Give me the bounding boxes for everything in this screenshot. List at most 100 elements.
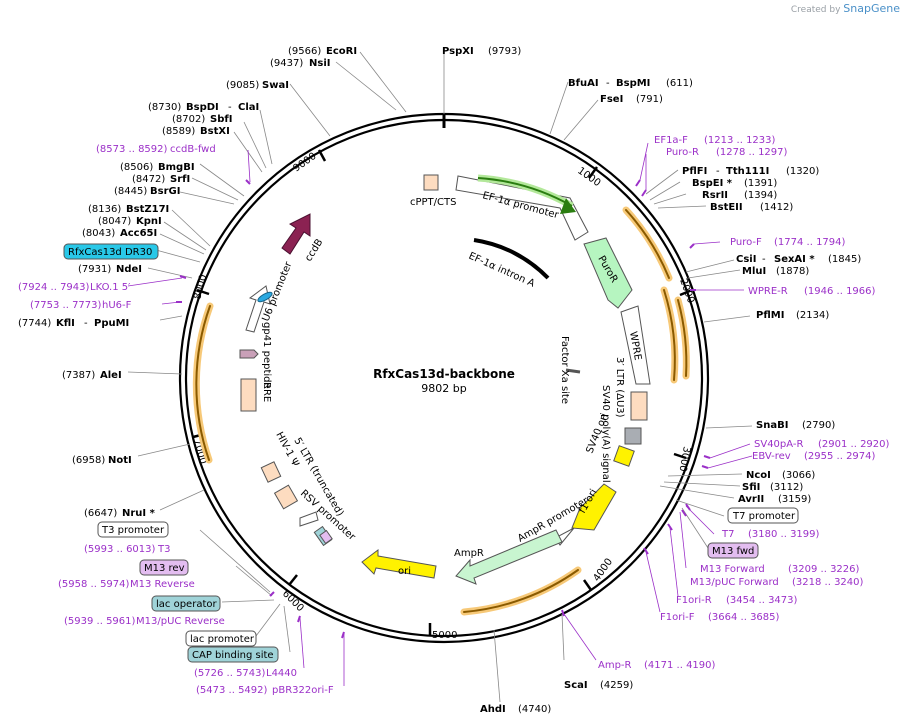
tick-5000: 5000: [432, 630, 457, 641]
feature-cluster-6000: [313, 525, 333, 547]
site-ecori: EcoRI: [326, 46, 357, 57]
site-pos-noti: (6958): [72, 455, 105, 466]
primer-pbr322ori-f-range: (5473 .. 5492): [196, 685, 268, 696]
sites-right: PflFI - Tth111I (1320) BspEI * (1391) Rs…: [682, 166, 861, 505]
site-mlui: MluI: [742, 266, 766, 277]
feature-factor-xa-label: Factor Xa site: [559, 336, 570, 404]
site-sexai: SexAI *: [774, 254, 815, 265]
box-m13-rev: [139, 559, 189, 576]
brand-prefix: Created by: [790, 5, 841, 15]
site-avrii: AvrII: [738, 494, 764, 505]
box-t3-promoter: [97, 521, 169, 538]
site-pos-fsei: (791): [636, 94, 663, 105]
site-pos-kpni: (8047): [98, 216, 131, 227]
site-pos-bmgbi: (8506): [120, 162, 153, 173]
site-pflfi: PflFI: [682, 166, 707, 177]
site-pos-nsii: (9437): [270, 58, 303, 69]
orange-arc-puro-r-core: [625, 209, 670, 279]
feature-ccdb-label: ccdB: [303, 237, 325, 263]
site-bspmi: BspMI: [616, 78, 650, 89]
site-pos-snabi: (2790): [802, 420, 835, 431]
site-noti: NotI: [108, 455, 132, 466]
primer-wpre-r: WPRE-R: [748, 286, 788, 297]
feature-rsv-promoter: [299, 511, 319, 527]
feature-ori: [361, 549, 437, 579]
site-scai: ScaI: [564, 680, 588, 691]
sites-left: (8730) BspDI - ClaI (8702) SbfI (8589) B…: [18, 102, 259, 519]
primer-puro-r-range: (1278 .. 1297): [716, 147, 788, 158]
primer-puro-f: Puro-F: [730, 237, 762, 248]
tick-3000: 3000: [677, 445, 692, 472]
site-dash-pflfi: -: [716, 166, 720, 177]
site-pos-sfii: (3112): [770, 482, 803, 493]
feature-wpre: [620, 305, 651, 385]
box-t3-promoter-label: T3 promoter: [101, 525, 165, 536]
primer-puro-f-range: (1774 .. 1794): [774, 237, 846, 248]
site-nsii: NsiI: [309, 58, 330, 69]
box-t7-promoter-label: T7 promoter: [732, 511, 796, 522]
box-rfxcas13d-dr30: [63, 243, 159, 260]
feature-puror: [583, 237, 633, 309]
primer-f1ori-f: F1ori-F: [660, 612, 695, 623]
box-lac-operator: [151, 595, 221, 612]
primer-sv40pa-r-range: (2901 .. 2920): [818, 439, 890, 450]
plasmid-name: RfxCas13d-backbone: [373, 367, 515, 381]
site-acc65i: Acc65I: [120, 228, 157, 239]
feature-sv40-polya: [624, 427, 642, 445]
box-m13-fwd: [707, 542, 759, 559]
feature-ccdb: [281, 213, 311, 255]
site-pos-nrui: (6647): [84, 508, 117, 519]
primer-t3-range: (5993 .. 6013): [84, 544, 156, 555]
site-swai: SwaI: [262, 80, 289, 91]
plasmid-length: 9802 bp: [421, 382, 466, 395]
primer-f1ori-r: F1ori-R: [676, 595, 712, 606]
site-pos-swai: (9085): [226, 80, 259, 91]
site-pflmi: PflMI: [756, 310, 784, 321]
site-pos-kfli: (7744): [18, 318, 51, 329]
primer-ccdb-fwd: ccdB-fwd: [170, 144, 216, 155]
leader-lines: [127, 51, 753, 703]
snapgene-brand: Created by SnapGene: [791, 2, 900, 15]
site-pos-bsrgi: (8445): [114, 186, 147, 197]
feature-ampr-label: AmpR: [454, 548, 484, 559]
primer-ebv-rev-range: (2955 .. 2974): [804, 451, 876, 462]
primer-m13-reverse: M13 Reverse: [130, 579, 195, 590]
feature-ori-label: ori: [398, 566, 411, 577]
primer-m13-forward: M13 Forward: [700, 564, 765, 575]
primer-f1ori-r-range: (3454 .. 3473): [726, 595, 798, 606]
site-pos-acc65i: (8043): [82, 228, 115, 239]
box-m13-rev-label: M13 rev: [144, 563, 185, 574]
primer-t3: T3: [157, 544, 170, 555]
site-pos-pflfi: (1320): [786, 166, 819, 177]
box-cap-binding-site: [187, 646, 279, 663]
site-snabi: SnaBI: [756, 420, 788, 431]
box-m13-fwd-label: M13 fwd: [712, 546, 754, 557]
site-fsei: FseI: [600, 94, 623, 105]
site-ndei: NdeI: [116, 264, 142, 275]
site-nrui: NruI *: [122, 508, 156, 519]
site-pspxi: PspXI: [442, 46, 474, 57]
site-bmgbi: BmgBI: [158, 162, 195, 173]
primer-m13-forward-range: (3209 .. 3226): [788, 564, 860, 575]
site-bspei: BspEI *: [692, 178, 733, 189]
site-bsteii: BstEII: [710, 202, 743, 213]
primer-ccdb-fwd-range: (8573 .. 8592): [96, 144, 168, 155]
site-alei: AleI: [100, 370, 122, 381]
box-lac-promoter: [185, 630, 257, 647]
primer-amp-r: Amp-R: [598, 660, 632, 671]
site-kpni: KpnI: [136, 216, 162, 227]
feature-rre-label: RRE: [261, 382, 272, 402]
primer-m13-puc-forward: M13/pUC Forward: [690, 577, 779, 588]
feature-ef1a-intron-label: EF-1α intron A: [467, 251, 537, 290]
site-pos-bspdi: (8730): [148, 102, 181, 113]
site-pos-rsrii: (1394): [744, 190, 777, 201]
feature-5ltr-box: [273, 484, 299, 510]
feature-ef1a-promoter: [455, 175, 589, 241]
primer-ebv-rev: EBV-rev: [752, 451, 791, 462]
primer-ticks: [176, 179, 711, 639]
site-pos-scai: (4259): [600, 680, 633, 691]
site-bstz17i: BstZ17I: [126, 204, 169, 215]
tick-8000: 8000: [192, 273, 209, 300]
primer-hu6-f: hU6-F: [102, 300, 132, 311]
primer-labels: EF1a-F (1213 .. 1233) Puro-R (1278 .. 12…: [18, 135, 890, 696]
